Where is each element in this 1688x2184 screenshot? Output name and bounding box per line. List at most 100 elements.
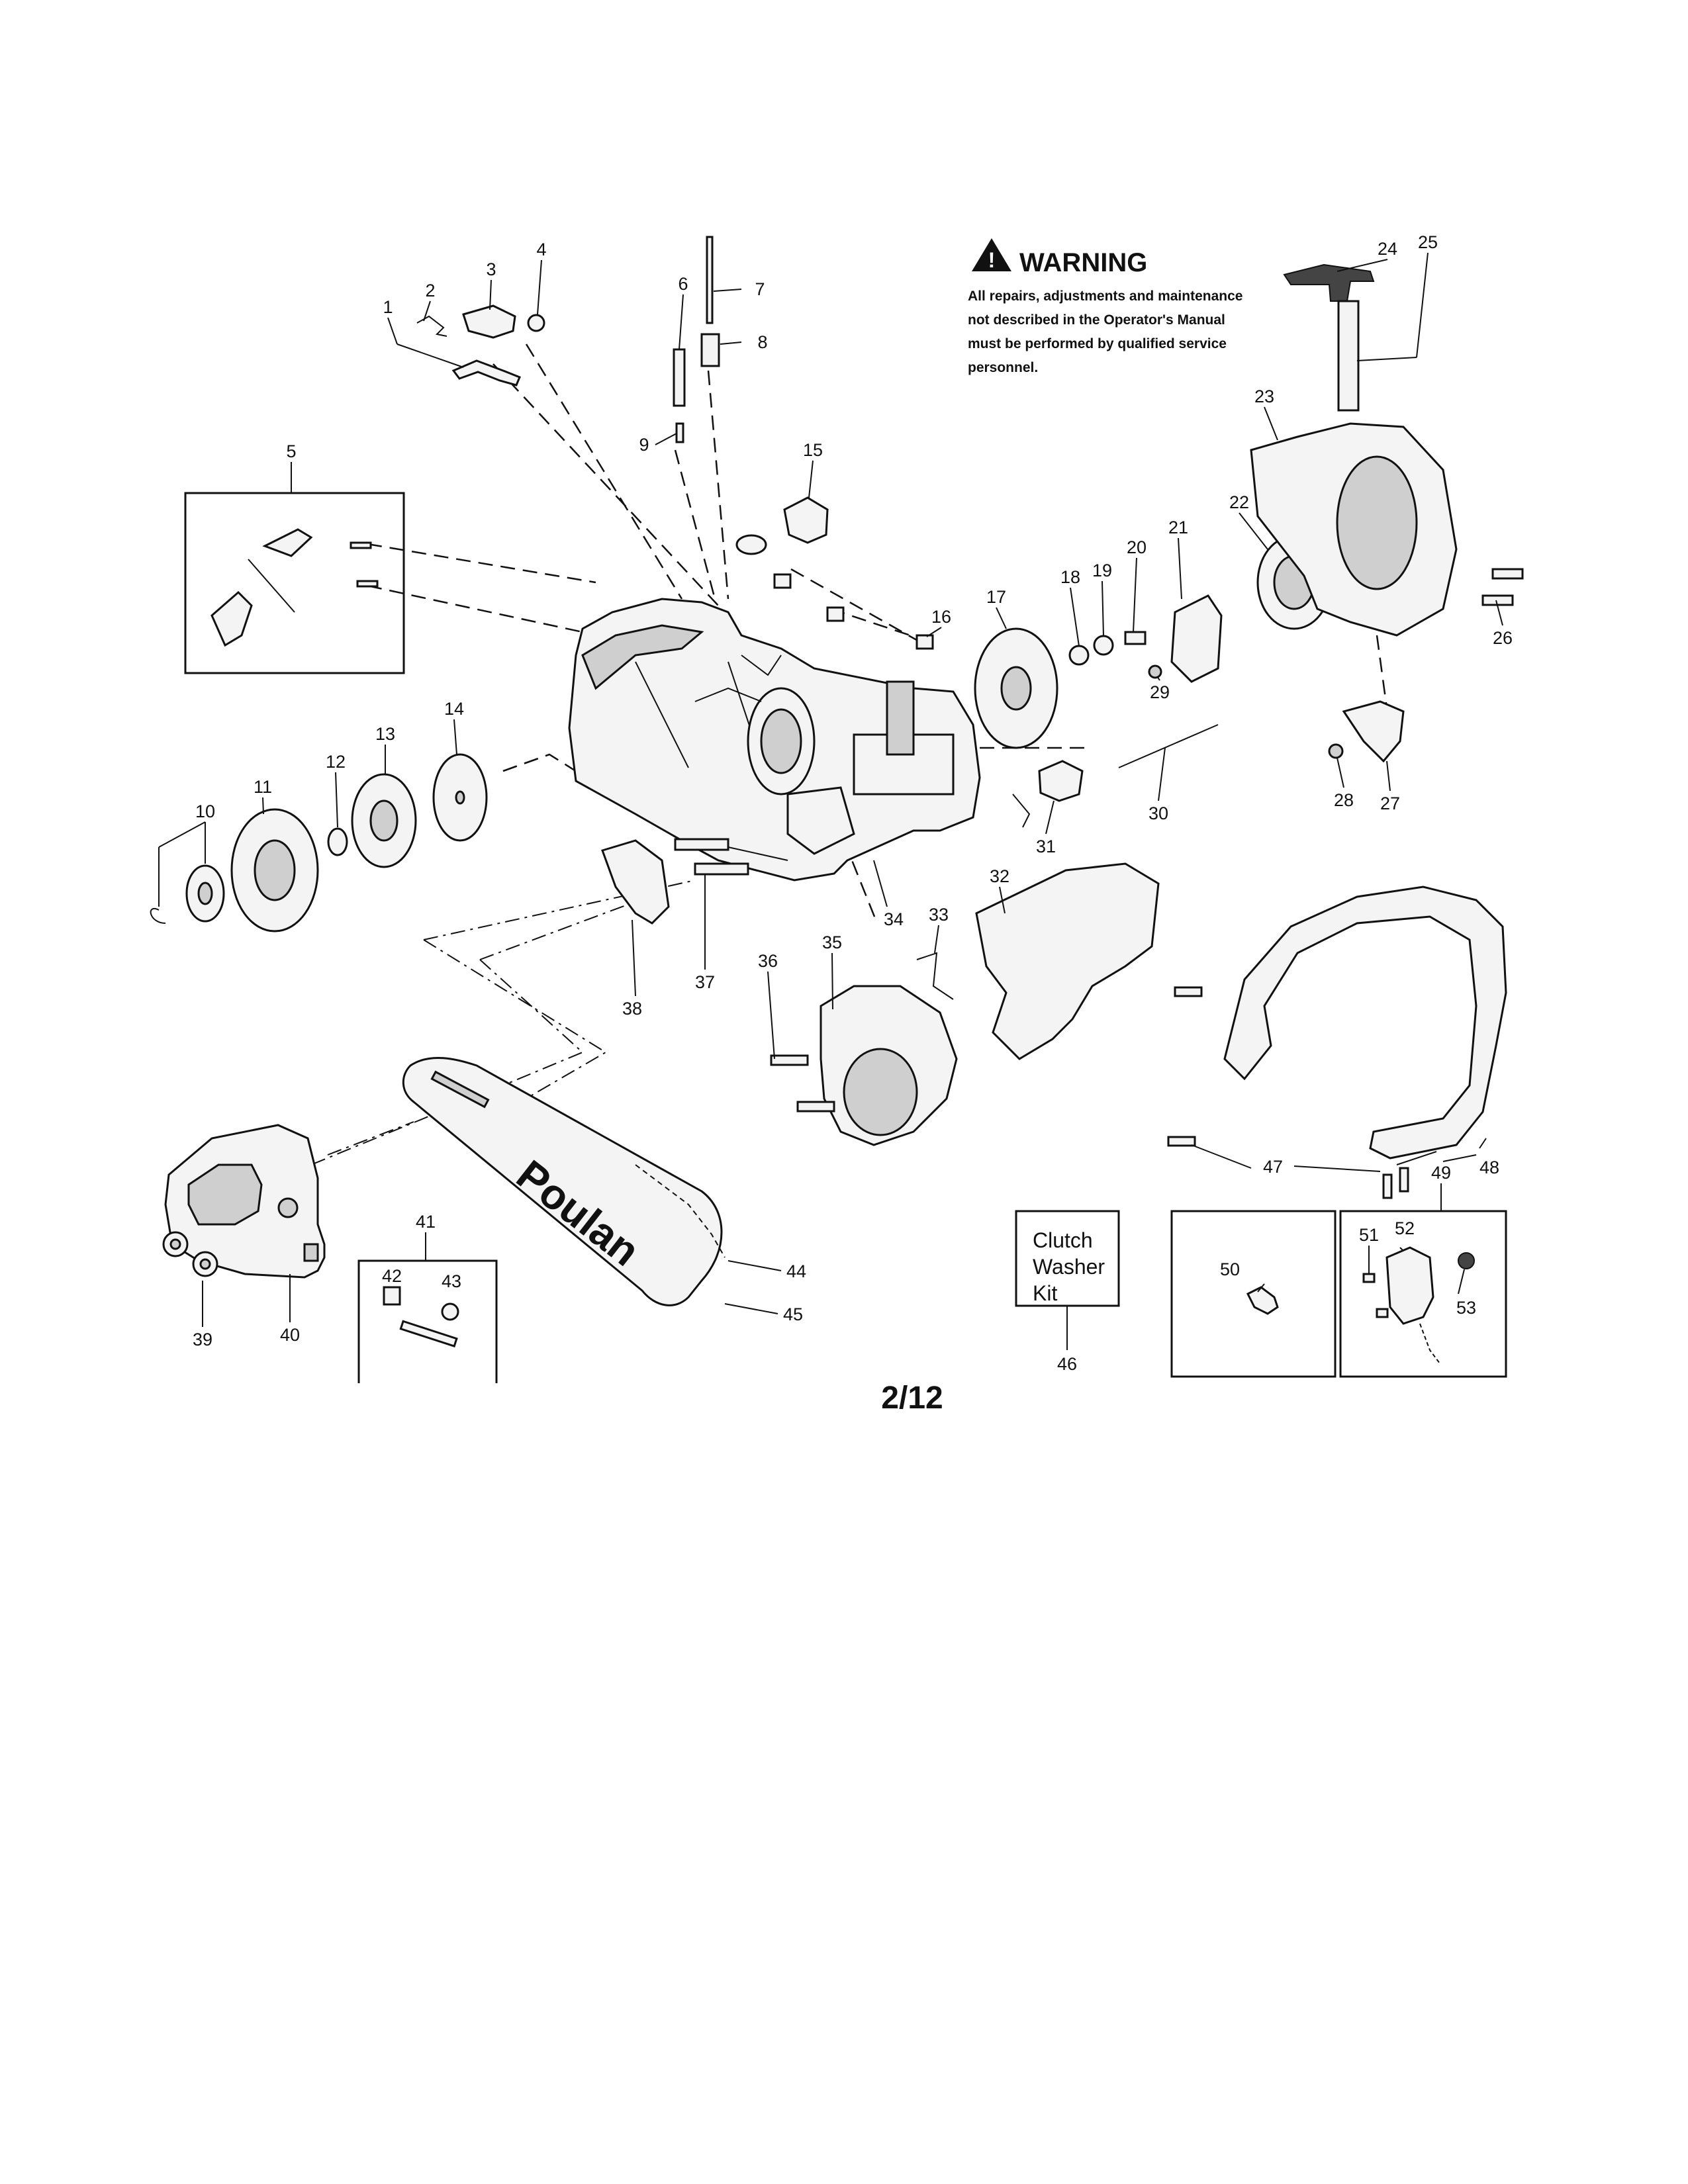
part-33-spring [916,952,954,1000]
callout-50: 50 [1220,1259,1240,1279]
part-2-spring [416,315,447,337]
part-37-stud-a [674,838,729,851]
part-46-kit-box: Clutch Washer Kit [1015,1210,1120,1350]
callout-35: 35 [822,933,842,952]
callout-44: 44 [786,1261,806,1281]
part-19-nut [1093,635,1114,656]
part-16-grommet-a [773,573,792,589]
part-42-nut [383,1286,401,1306]
part-39-nuts [162,1231,218,1277]
callout-11: 11 [254,777,272,797]
callout-4: 4 [536,240,546,259]
callout-41: 41 [416,1212,436,1232]
part-1-throttle-lever [451,359,521,387]
callout-26: 26 [1493,628,1513,648]
part-16-grommet-c [915,634,934,650]
part-36-screw-b [796,1101,835,1113]
part-18-washer [1068,645,1090,666]
callout-2: 2 [425,281,435,300]
callout-34: 34 [884,909,904,929]
warning-line-1: All repairs, adjustments and maintenance [968,289,1243,304]
callout-39: 39 [193,1330,212,1349]
part-group-top-left [416,304,545,387]
part-group-15-16 [735,496,934,650]
part-41-kit-box [357,1259,498,1383]
callout-43: 43 [442,1271,461,1291]
callout-38: 38 [622,999,642,1019]
callout-numbers: 1 2 3 4 5 6 7 8 9 10 11 12 13 14 15 16 1… [193,232,1513,1374]
callout-17: 17 [986,587,1006,607]
callout-10: 10 [195,801,215,821]
warning-line-3: must be performed by qualified service [968,336,1227,351]
callout-5: 5 [286,441,296,461]
callout-52: 52 [1395,1218,1415,1238]
kit-line-2: Washer [1033,1255,1105,1279]
part-40-sprocket-cover [164,1124,326,1279]
callout-45: 45 [783,1304,803,1324]
part-27-bracket [1342,700,1405,763]
callout-51: 51 [1359,1225,1379,1245]
callout-28: 28 [1334,790,1354,810]
svg-text:!: ! [988,248,996,272]
part-10-clip [150,908,166,924]
part-24-handle [1283,263,1375,302]
part-16-grommet-b [826,606,845,622]
part-12-washer [327,827,348,856]
callout-20: 20 [1127,537,1147,557]
part-48-front-handle [1167,886,1507,1199]
part-50-box [1170,1210,1336,1378]
callout-40: 40 [280,1325,300,1345]
part-group-brake [770,862,1160,1146]
callout-53: 53 [1456,1298,1476,1318]
callout-21: 21 [1168,518,1188,537]
part-21-pulley [1170,594,1223,683]
callout-16: 16 [931,607,951,627]
part-38-plate [601,839,670,925]
part-43-washer [441,1302,459,1321]
callout-25: 25 [1418,232,1438,252]
callout-37: 37 [695,972,715,992]
callout-12: 12 [326,752,346,772]
callout-15: 15 [803,440,823,460]
part-50-fuel-line [1246,1286,1279,1315]
part-44-chain [635,1164,726,1258]
part-7-rod [706,236,714,324]
part-29-screw [1148,664,1162,679]
part-41-adjuster [399,1320,458,1347]
part-26-screw-a [1491,568,1524,580]
part-8-bushing [700,333,720,367]
part-37-stud-b [694,862,749,876]
callout-9: 9 [639,435,649,455]
part-5-kit-box [184,492,405,674]
part-49-box [1339,1210,1507,1378]
callout-32: 32 [990,866,1009,886]
part-53-nut [1458,1252,1475,1269]
warning-triangle-icon [972,238,1011,271]
part-4-washer [527,314,545,332]
part-group-vertical [673,236,720,443]
part-30-rod [1118,724,1219,768]
callout-31: 31 [1036,837,1056,856]
warning-line-2: not described in the Operator's Manual [968,312,1225,328]
callout-46: 46 [1057,1354,1077,1374]
part-52-oil-pump [1385,1246,1434,1325]
part-34-engine-housing [568,598,981,882]
callout-49: 49 [1431,1163,1451,1183]
callout-6: 6 [678,274,688,294]
callout-14: 14 [444,699,464,719]
callout-27: 27 [1380,794,1400,813]
warning-title: WARNING [1019,248,1147,277]
callout-48: 48 [1479,1158,1499,1177]
part-group-clutch [150,753,488,933]
part-47-screw-c [1382,1173,1393,1199]
warning-block: ! WARNING All repairs, adjustments and m… [968,238,1243,375]
callout-19: 19 [1092,561,1112,580]
part-group-37-38 [601,838,749,925]
part-51-screw [1362,1273,1376,1283]
callout-47: 47 [1263,1157,1283,1177]
part-6-pin [673,348,686,407]
callout-42: 42 [382,1266,402,1286]
callout-33: 33 [929,905,949,925]
part-47-screw-d [1399,1167,1409,1193]
